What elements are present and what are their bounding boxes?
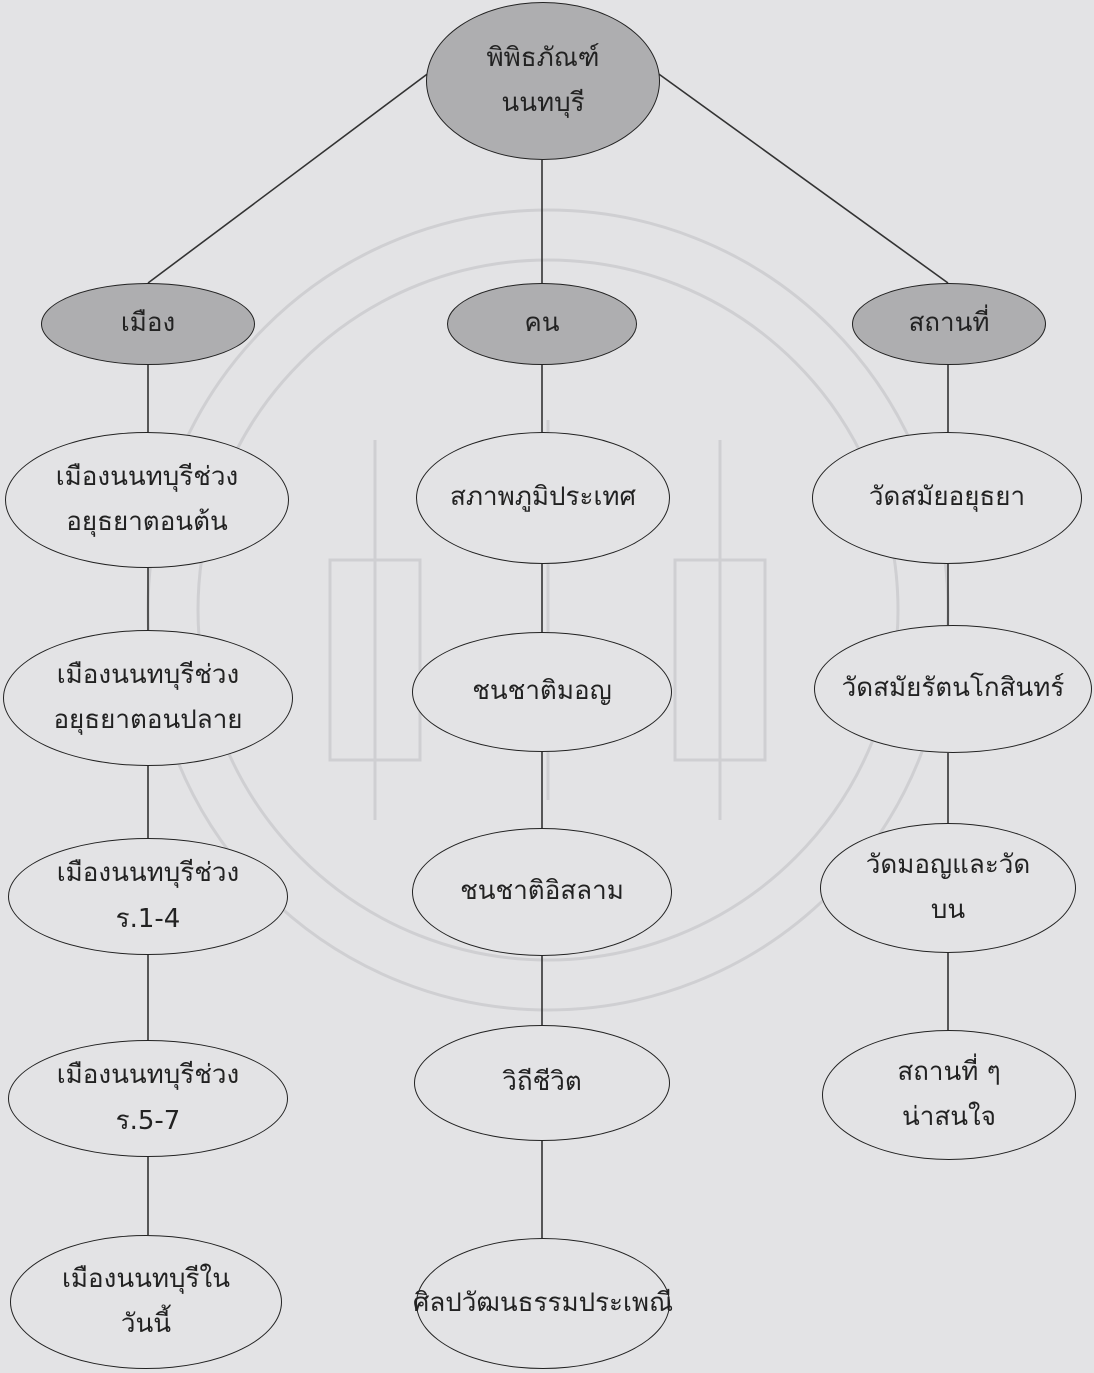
branch-city-title: เมือง [120, 308, 176, 339]
root-line2: นนทบุรี [501, 88, 585, 118]
city-item-2: เมืองนนทบุรีช่วง อยุธยาตอนปลาย [3, 630, 293, 766]
places-item-4: สถานที่ ๆ น่าสนใจ [822, 1030, 1076, 1160]
places-item-2: วัดสมัยรัตนโกสินทร์ [814, 625, 1092, 753]
city-item-1: เมืองนนทบุรีช่วง อยุธยาตอนต้น [5, 432, 289, 568]
places-item-3: วัดมอญและวัด บน [820, 823, 1076, 953]
branch-places-node: สถานที่ [852, 283, 1046, 365]
branch-people-title: คน [524, 308, 560, 339]
people-item-5: ศิลปวัฒนธรรมประเพณี [413, 1238, 673, 1369]
branch-places-title: สถานที่ [908, 308, 990, 339]
city-item-5: เมืองนนทบุรีใน วันนี้ [10, 1235, 282, 1369]
people-item-3: ชนชาติอิสลาม [412, 828, 672, 956]
people-item-4: วิถีชีวิต [414, 1025, 670, 1141]
city-item-3: เมืองนนทบุรีช่วง ร.1-4 [8, 838, 288, 955]
city-item-4: เมืองนนทบุรีช่วง ร.5-7 [8, 1040, 288, 1157]
people-item-2: ชนชาติมอญ [412, 632, 672, 752]
people-item-1: สภาพภูมิประเทศ [416, 432, 670, 564]
branch-people-node: คน [447, 283, 637, 365]
root-line1: พิพิธภัณฑ์ [486, 42, 600, 73]
places-item-1: วัดสมัยอยุธยา [812, 432, 1082, 564]
root-node: พิพิธภัณฑ์ นนทบุรี [426, 2, 660, 160]
branch-city-node: เมือง [41, 283, 255, 365]
